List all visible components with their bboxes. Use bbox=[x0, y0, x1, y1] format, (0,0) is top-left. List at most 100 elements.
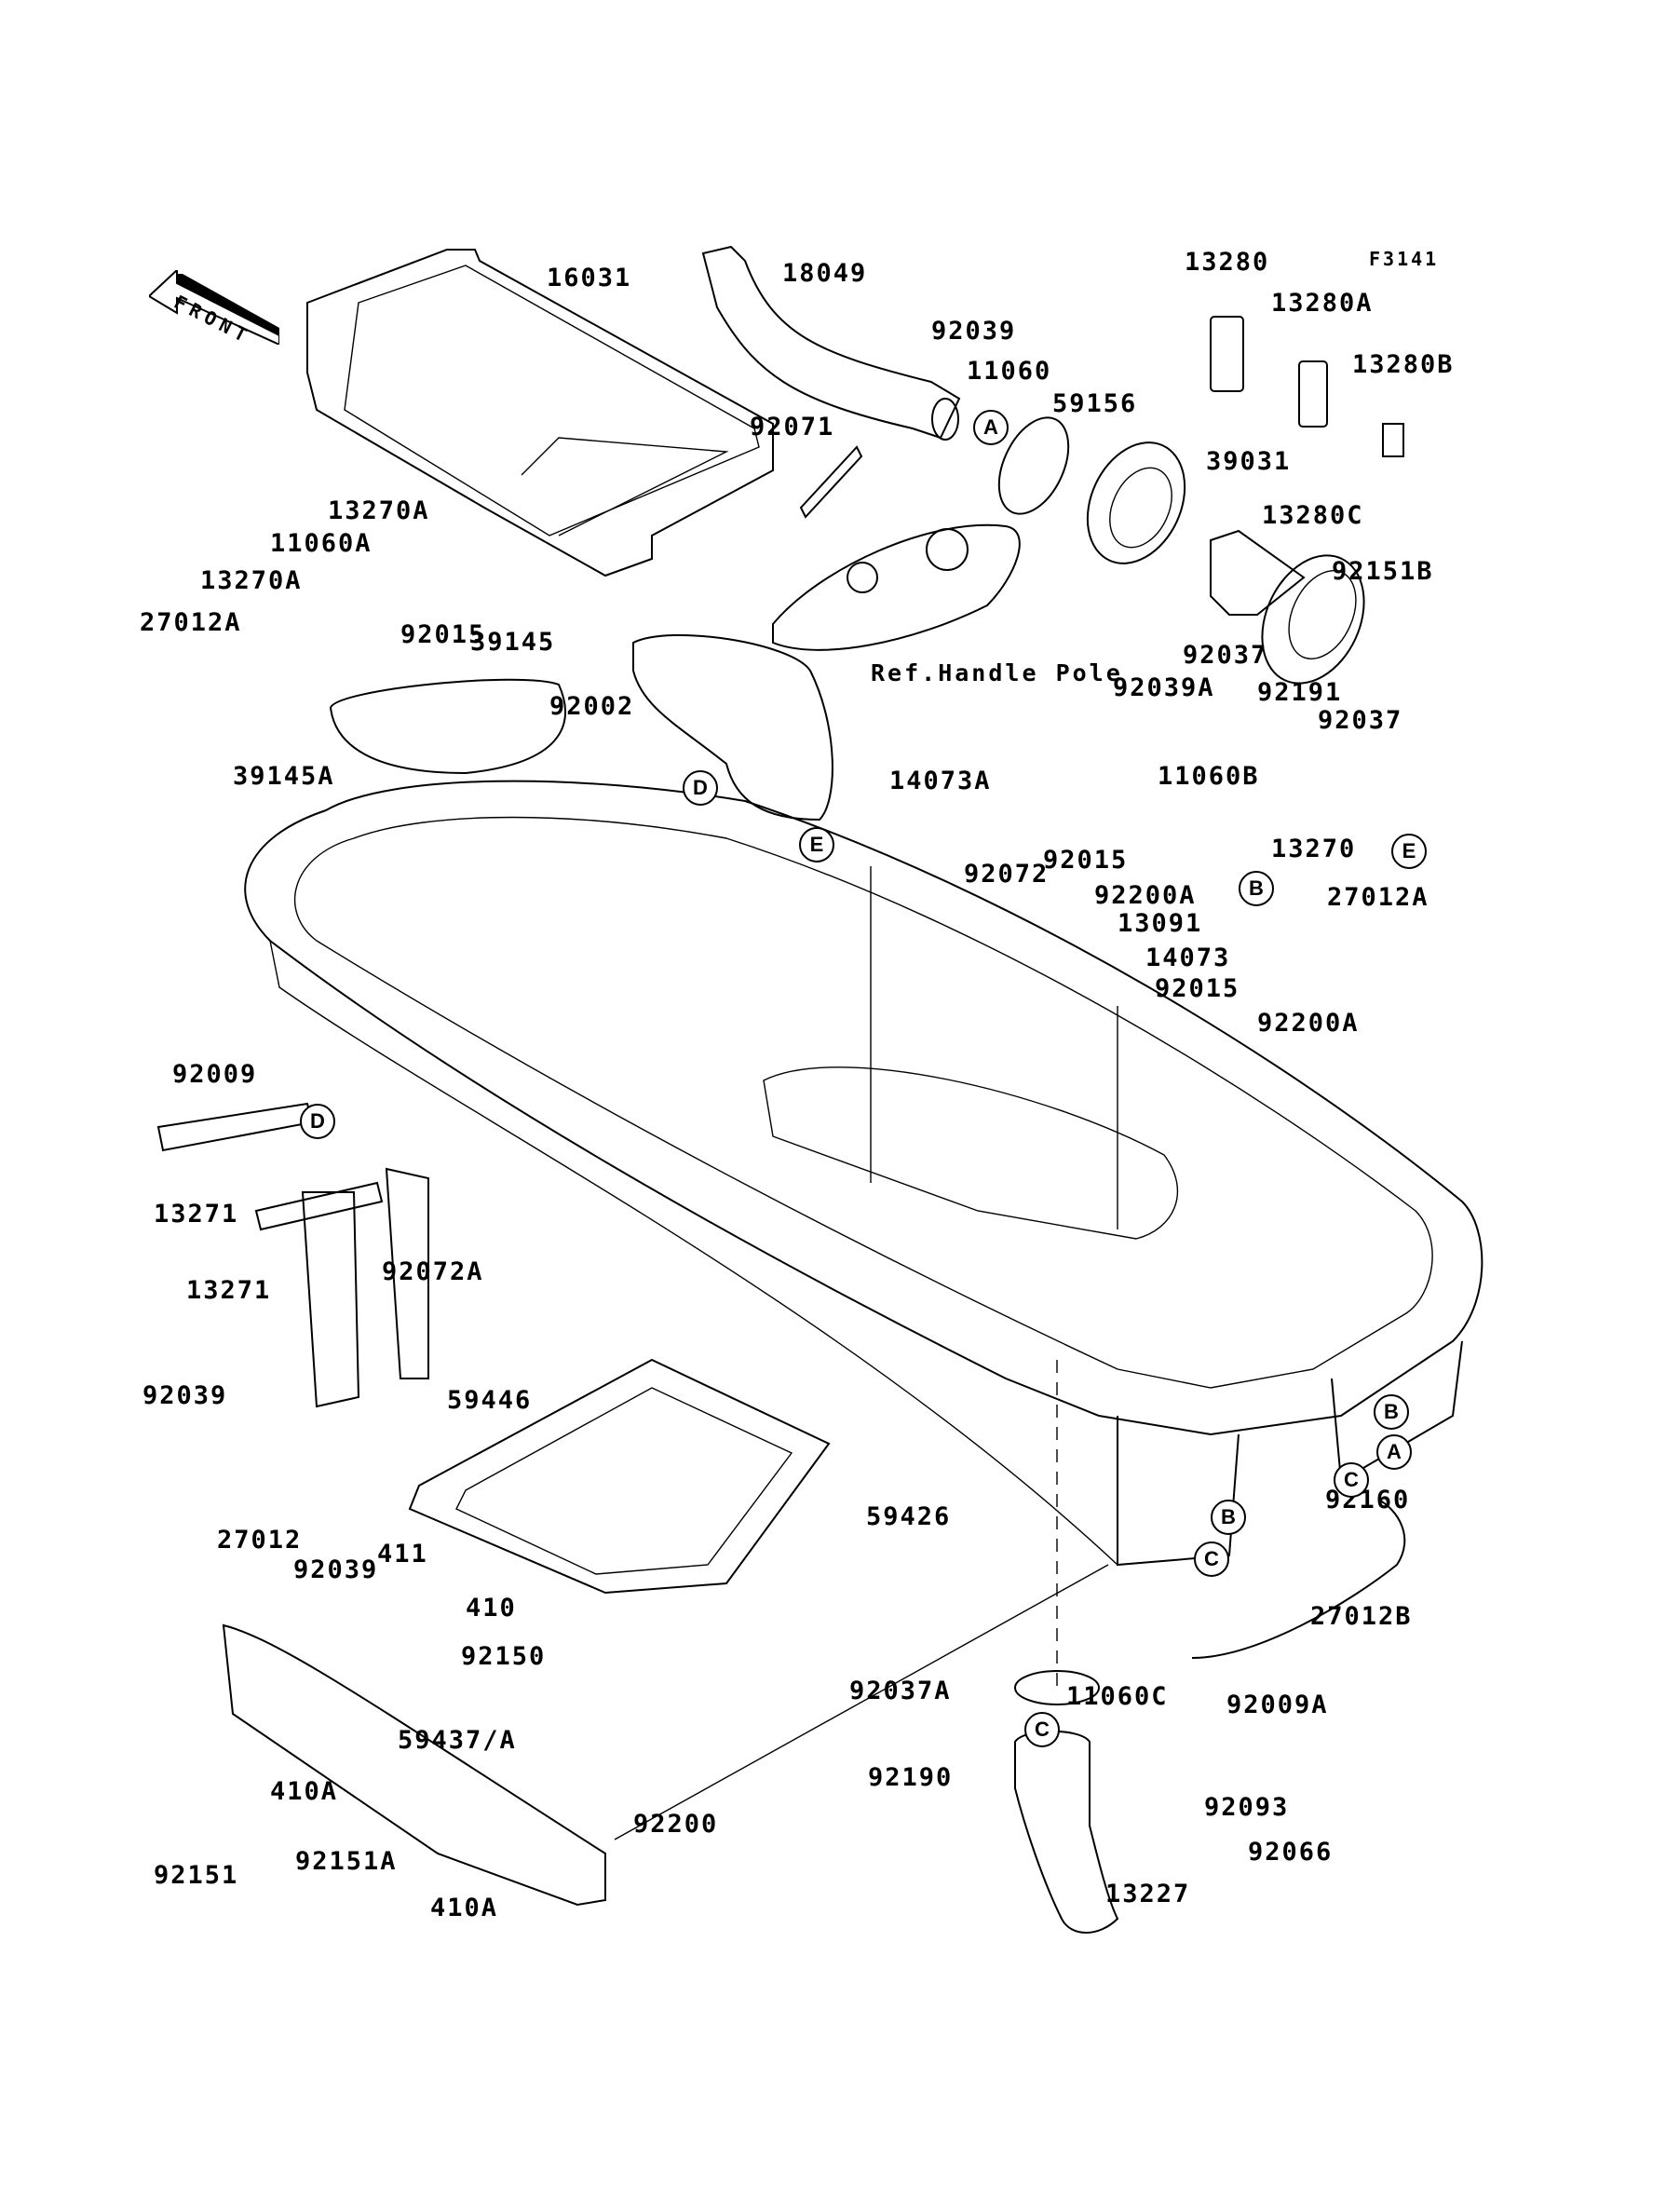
part-label-11060[interactable]: 11060 bbox=[967, 357, 1052, 386]
part-11060-drawing bbox=[997, 416, 1070, 515]
part-label-13271[interactable]: 13271 bbox=[154, 1200, 239, 1229]
part-13280C-drawing bbox=[1261, 554, 1365, 685]
leader-92200 bbox=[614, 1564, 1109, 1840]
part-label-92072[interactable]: 92072 bbox=[964, 860, 1050, 889]
part-label-16031[interactable]: 16031 bbox=[547, 264, 632, 292]
part-label-13280[interactable]: 13280 bbox=[1185, 248, 1270, 277]
part-14073A-drawing bbox=[632, 633, 833, 822]
front-arrow-icon: FRONT bbox=[147, 267, 280, 348]
part-label-14073[interactable]: 14073 bbox=[1145, 944, 1231, 972]
callout-D-top: D bbox=[683, 770, 718, 806]
part-label-92151[interactable]: 92151 bbox=[154, 1861, 239, 1890]
part-39031-drawing bbox=[1210, 529, 1306, 616]
part-label-411[interactable]: 411 bbox=[377, 1540, 428, 1569]
part-label-59426[interactable]: 59426 bbox=[866, 1502, 952, 1531]
part-13280-drawing bbox=[1210, 316, 1244, 392]
part-label-11060C[interactable]: 11060C bbox=[1066, 1682, 1169, 1711]
part-label-27012[interactable]: 27012 bbox=[217, 1526, 303, 1555]
part-label-13270[interactable]: 13270 bbox=[1271, 835, 1357, 863]
strap-left-drawing bbox=[301, 1191, 360, 1408]
part-label-92191[interactable]: 92191 bbox=[1257, 678, 1343, 707]
part-label-92015-3[interactable]: 92015 bbox=[1155, 974, 1240, 1003]
part-label-92071[interactable]: 92071 bbox=[750, 413, 835, 441]
part-label-39031[interactable]: 39031 bbox=[1206, 447, 1292, 476]
part-label-92037A[interactable]: 92037A bbox=[849, 1677, 952, 1705]
part-13271-upper-drawing bbox=[156, 1102, 314, 1152]
part-18049-drawing bbox=[701, 245, 961, 441]
part-label-92009A[interactable]: 92009A bbox=[1226, 1691, 1329, 1719]
part-13280A-drawing bbox=[1298, 360, 1328, 428]
part-label-27012B[interactable]: 27012B bbox=[1310, 1602, 1413, 1631]
part-59156-drawing bbox=[1086, 441, 1186, 564]
part-label-92200[interactable]: 92200 bbox=[633, 1810, 719, 1839]
part-label-27012A-2[interactable]: 27012A bbox=[1327, 883, 1429, 912]
part-label-13227[interactable]: 13227 bbox=[1105, 1880, 1191, 1908]
part-label-92039A[interactable]: 92039A bbox=[1113, 673, 1215, 702]
part-label-59446[interactable]: 59446 bbox=[447, 1386, 533, 1415]
part-16031-drawing bbox=[306, 249, 774, 577]
part-label-92200A-2[interactable]: 92200A bbox=[1257, 1009, 1360, 1038]
callout-D-left: D bbox=[300, 1104, 335, 1139]
part-27012B-drawing bbox=[1191, 1499, 1406, 1659]
part-label-92015-2[interactable]: 92015 bbox=[1043, 846, 1129, 875]
part-label-13091[interactable]: 13091 bbox=[1118, 909, 1203, 938]
part-label-410[interactable]: 410 bbox=[466, 1594, 517, 1623]
part-label-92066[interactable]: 92066 bbox=[1248, 1838, 1334, 1867]
part-label-59156[interactable]: 59156 bbox=[1052, 389, 1138, 418]
part-label-410A[interactable]: 410A bbox=[270, 1777, 339, 1806]
part-13271-lower-drawing bbox=[254, 1181, 384, 1231]
part-label-92037[interactable]: 92037 bbox=[1183, 641, 1268, 670]
part-label-92200A[interactable]: 92200A bbox=[1094, 881, 1197, 910]
part-13280B-drawing bbox=[1382, 423, 1404, 457]
part-92072A-drawing bbox=[385, 1167, 429, 1379]
callout-C-bottom: C bbox=[1024, 1712, 1060, 1747]
callout-A-top: A bbox=[973, 410, 1009, 445]
part-label-39145[interactable]: 39145 bbox=[470, 628, 556, 657]
part-label-13271-2[interactable]: 13271 bbox=[186, 1276, 272, 1305]
part-label-13270A[interactable]: 13270A bbox=[328, 496, 430, 525]
part-label-92039-3[interactable]: 92039 bbox=[142, 1381, 228, 1410]
part-label-410A-2[interactable]: 410A bbox=[430, 1894, 499, 1922]
part-label-27012A[interactable]: 27012A bbox=[140, 608, 242, 637]
part-92037A-drawing bbox=[1014, 1670, 1100, 1705]
part-label-59437A[interactable]: 59437/A bbox=[398, 1726, 517, 1755]
part-label-92002[interactable]: 92002 bbox=[549, 692, 635, 721]
part-92190-drawing bbox=[1014, 1730, 1119, 1934]
part-label-13280B[interactable]: 13280B bbox=[1352, 350, 1455, 379]
part-label-11060A[interactable]: 11060A bbox=[270, 529, 373, 558]
part-label-13280A[interactable]: 13280A bbox=[1271, 289, 1374, 318]
reference-note-handle-pole: Ref.Handle Pole bbox=[871, 659, 1123, 686]
part-label-92039[interactable]: 92039 bbox=[931, 317, 1017, 346]
callout-B-top: B bbox=[1239, 871, 1274, 906]
part-92071-drawing bbox=[799, 445, 863, 519]
callout-E-right: E bbox=[1391, 834, 1427, 869]
callout-B-right: B bbox=[1374, 1394, 1409, 1430]
callout-B-low: B bbox=[1211, 1500, 1246, 1535]
part-label-13280C[interactable]: 13280C bbox=[1262, 501, 1364, 530]
part-label-92151A[interactable]: 92151A bbox=[295, 1847, 398, 1876]
hull-59426-drawing bbox=[244, 780, 1484, 1567]
part-label-92190[interactable]: 92190 bbox=[868, 1763, 954, 1792]
figure-id: F3141 bbox=[1369, 248, 1440, 270]
part-label-92009[interactable]: 92009 bbox=[172, 1060, 258, 1089]
callout-A-right: A bbox=[1376, 1434, 1412, 1470]
part-label-92072A[interactable]: 92072A bbox=[382, 1257, 484, 1286]
part-label-92150[interactable]: 92150 bbox=[461, 1642, 547, 1671]
part-label-92039-4[interactable]: 92039 bbox=[293, 1555, 379, 1584]
part-label-92015[interactable]: 92015 bbox=[400, 620, 486, 649]
part-39145-drawing bbox=[329, 678, 566, 775]
part-label-92037-2[interactable]: 92037 bbox=[1318, 706, 1403, 735]
part-59446-drawing bbox=[408, 1358, 831, 1595]
part-label-18049[interactable]: 18049 bbox=[782, 259, 868, 288]
part-label-39145A[interactable]: 39145A bbox=[233, 762, 335, 791]
part-label-13270A-2[interactable]: 13270A bbox=[200, 566, 303, 595]
callout-E-left: E bbox=[799, 827, 834, 862]
callout-C-right: C bbox=[1334, 1462, 1369, 1498]
handle-pole-plate-drawing bbox=[772, 523, 1021, 651]
part-label-92151B[interactable]: 92151B bbox=[1332, 557, 1434, 586]
callout-C-low: C bbox=[1194, 1541, 1229, 1577]
part-label-14073A[interactable]: 14073A bbox=[889, 767, 992, 795]
part-label-92093[interactable]: 92093 bbox=[1204, 1793, 1290, 1822]
part-label-11060B[interactable]: 11060B bbox=[1158, 762, 1260, 791]
